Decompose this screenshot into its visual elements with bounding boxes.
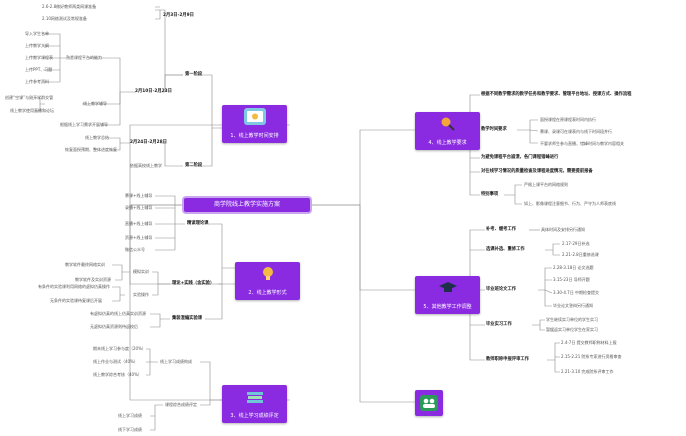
branch-node-grade-assessment[interactable]: 3、线上学习成绩评定 [222, 385, 287, 423]
overall-grade: 课程综合成绩评定 [165, 402, 197, 407]
sim-item: 教学软件最终网络实训 [65, 262, 105, 267]
work-makeup-exam: 补考、缓考工作 [486, 227, 517, 232]
w4-item: 学生继续实习单位的学生实习 [546, 317, 598, 322]
extra-guidance: 根据线上学习需求开展辅导 [60, 122, 108, 127]
stage-2-item: 依据高校线上教学 [130, 163, 162, 168]
sim-item: 教学软件及实训资源 [75, 277, 111, 282]
stage-1: 第一阶段 [185, 72, 203, 77]
period-2: 2月10日-2月23日 [135, 89, 172, 94]
branch-node-teaching-form[interactable]: 2、线上教学形式 [235, 262, 300, 300]
w2-item: 2.17-29日补选 [562, 241, 590, 246]
graduation-cap-icon [437, 279, 459, 296]
teach-guidance: 线上教学辅导 [83, 101, 107, 106]
comp-item: 线上作业与测试（40%） [93, 359, 138, 364]
branch-label: 4、线上教学要求 [428, 140, 467, 146]
comp-item: 线上教学综合考核（40%） [93, 372, 142, 377]
note-2: 对在线学习情况的质量检查及课程进度情况，需要提前报备 [481, 169, 593, 174]
require-item: 慕课、录课可在课表内与线下时间段并行 [540, 129, 612, 134]
time-requirement: 教学时间要求 [481, 127, 507, 132]
work-internship: 毕业实习工作 [486, 322, 512, 327]
work-course-selection: 选课补选、重修工作 [486, 247, 525, 252]
work-thesis: 毕业班论文工作 [486, 287, 517, 292]
eval-item: 线上学习成绩 [118, 413, 142, 418]
theory-item: 资源+线上辅导 [125, 235, 153, 240]
period-1: 2月3日-2月9日 [163, 13, 194, 18]
experiment: 实验操作 [133, 292, 149, 297]
w5-item: 2.21-3.10 完成院系评审工作 [561, 369, 614, 374]
exp-item: 无条件的实验课待复课后开展 [50, 298, 102, 303]
note-1: 为避免课程平台崩溃，各门课程错峰进行 [481, 155, 559, 160]
teach-item: 线上教学使用直播和论坛 [10, 108, 54, 113]
teach-item: 创建“空课”与刚开学群交管 [5, 95, 54, 100]
w4-item: 暂缓返实习单位学生在家实习 [546, 327, 598, 332]
w3-item: 3.15-23日 导师开题 [553, 277, 590, 282]
platform-item: 导入学生名单 [25, 31, 49, 36]
branch-label: 1、线上教学时间安排 [230, 133, 279, 139]
theory-practice: 理论+实践（含实验） [172, 281, 215, 286]
notice-item: 严格上课平台的网络规则 [524, 182, 568, 187]
require-item: 面授课程在原课程表时间内执行 [540, 117, 596, 122]
grade-composition: 线上学习成绩构成 [160, 359, 192, 364]
require-item: 不要求师生参与直播，错峰时间与教学内容相关 [540, 141, 624, 146]
branch-node-other-adjustments[interactable]: 5、其他教学工作调整 [415, 276, 480, 314]
notice-item: 如上、影像课程注意细节、行为、严守为人师表底线 [524, 201, 616, 206]
w3-item: 3.30-4.7日 中期检查提交 [553, 290, 599, 295]
period-3-item: 线上教学总结 [85, 135, 109, 140]
magnifier-icon [437, 115, 459, 132]
w3-item: 毕业论文答辩另行通知 [553, 303, 593, 308]
platform-item: 上传教学课程表 [25, 55, 53, 60]
comp-item: 期末线上学习参与度（20%） [93, 346, 146, 351]
theory-item: 直播+线上辅导 [125, 221, 153, 226]
branch-node-teaching-requirements[interactable]: 4、线上教学要求 [415, 112, 480, 150]
period-1-item: 2.10网络测试及常规准备 [42, 16, 87, 21]
branch-label: 2、线上教学形式 [248, 290, 287, 296]
stage-2: 第二阶段 [185, 163, 203, 168]
exp-item: 有条件的实验课利用网络的虚拟仿真操作 [38, 284, 110, 289]
theory-item: 慕课+线上辅导 [125, 193, 153, 198]
theory-item: 录播+线上辅导 [125, 205, 153, 210]
period-3: 2月24日-2月28日 [130, 140, 167, 145]
mixed-experiment: 集装混编实验课 [172, 316, 203, 321]
theory-course: 精读理论课 [187, 221, 209, 226]
period-1-item: 2.6-2.8做好教师两类网课准备 [42, 4, 97, 9]
platform-ability: 熟悉课程平台的能力 [66, 55, 102, 60]
books-icon [244, 388, 266, 405]
work-title-review: 教师职称申报评审工作 [486, 357, 529, 362]
mixed-item: 无虚拟仿真资源则待返校后 [90, 324, 138, 329]
branch-node-team[interactable] [415, 390, 443, 416]
branch-label: 3、线上学习成绩评定 [230, 413, 279, 419]
platform-item: 上传参考资料 [25, 79, 49, 84]
platform-item: 上传PPT、习题 [25, 67, 53, 72]
period-3-item: 恢复面授预期、整体进度恢复 [65, 147, 117, 152]
special-notice: 特别事项 [481, 192, 499, 197]
w1-item: 具体时间及安排另行通知 [541, 227, 585, 232]
mixed-item: 有虚拟仿真的线上仿真实训资源 [90, 311, 146, 316]
w5-item: 2.4-7日 提交教师职称材料上报 [561, 340, 617, 345]
w2-item: 2.21-2.8日重修选课 [562, 252, 599, 257]
branch-node-time-schedule[interactable]: 1、线上教学时间安排 [222, 105, 287, 143]
w5-item: 2.15-2.21 院系专家进行资格审查 [561, 354, 622, 359]
branch-label: 5、其他教学工作调整 [423, 304, 472, 310]
lightbulb-icon [257, 265, 279, 282]
certificate-icon [243, 108, 266, 125]
w3-item: 2.28-3.18日 论文选题 [553, 265, 594, 270]
users-icon [420, 395, 438, 411]
simulation: 模拟实训 [133, 269, 149, 274]
requirement-top: 根据不同教学需求的教学任务和教学要求、管理平台地址、授课方式、操作流程 [481, 92, 632, 97]
central-topic[interactable]: 商学院线上教学实施方案 [184, 198, 310, 212]
eval-item: 线下学习成绩 [118, 427, 142, 432]
theory-item: 微信公众号 [125, 247, 145, 252]
platform-item: 上传教学大纲 [25, 43, 49, 48]
